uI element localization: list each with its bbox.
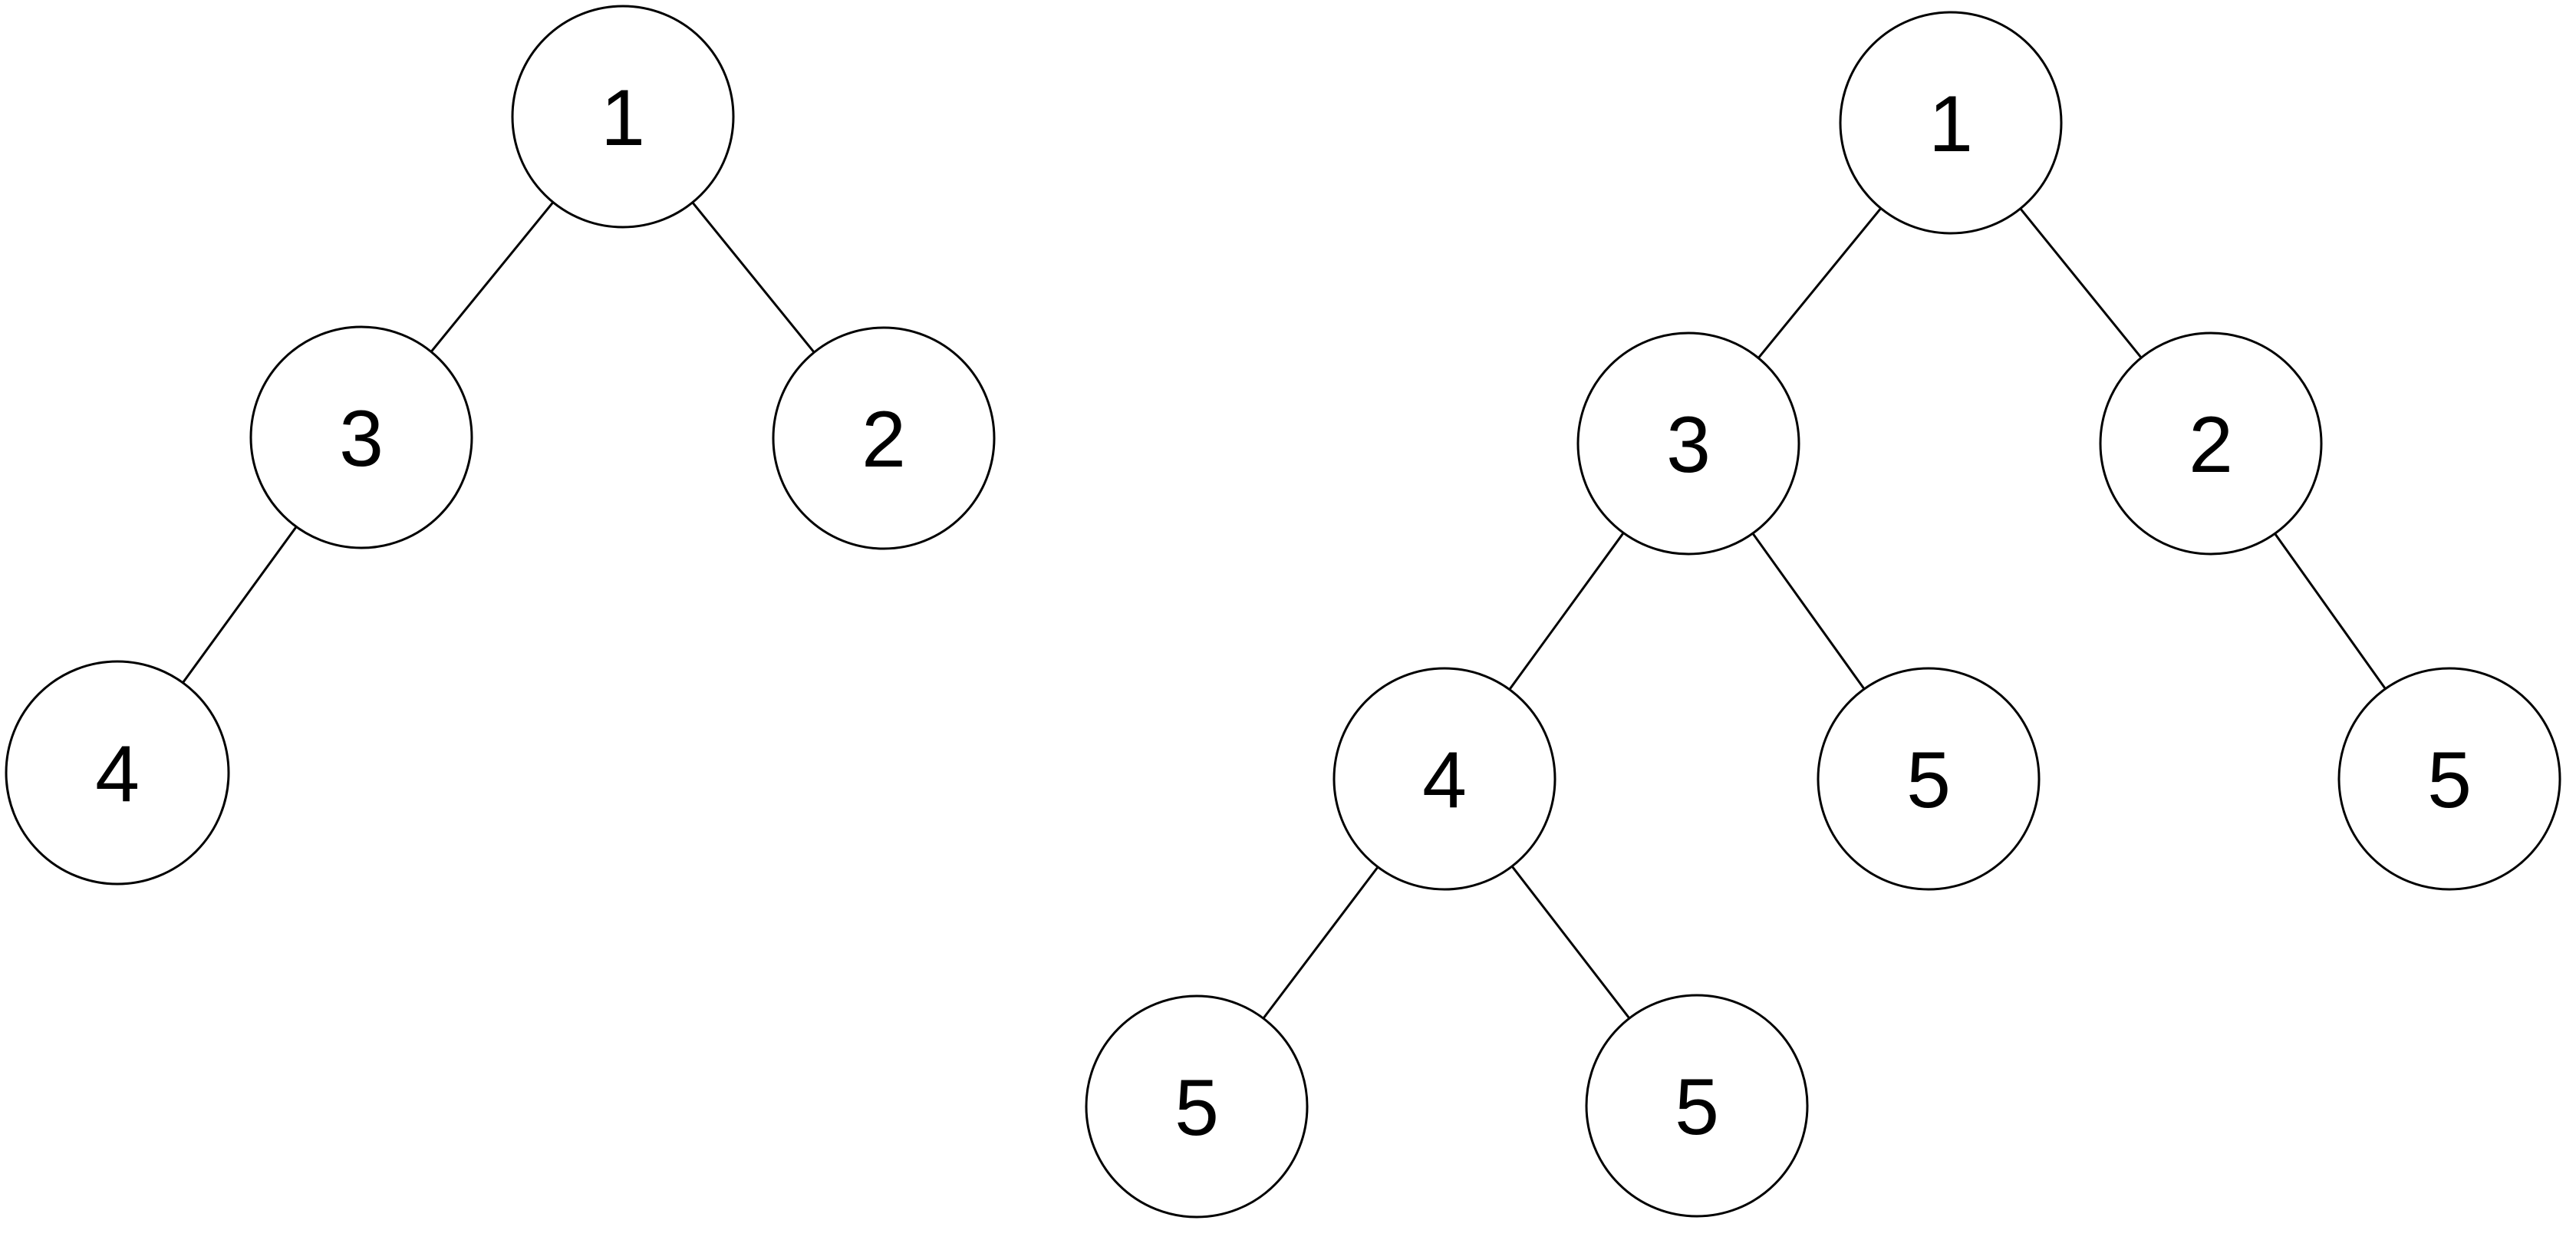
node-label-R5d: 5 [1675, 1063, 1719, 1152]
node-label-R5b: 5 [2427, 736, 2472, 825]
tree-node-L4[interactable]: 4 [5, 660, 230, 886]
tree-edge-L1-L2 [691, 201, 815, 354]
node-label-R5a: 5 [1906, 736, 1951, 825]
node-label-R5c: 5 [1174, 1064, 1219, 1153]
node-label-R2: 2 [2189, 401, 2233, 490]
node-circle-R4[interactable] [1332, 667, 1556, 891]
node-circle-L1[interactable] [511, 5, 735, 229]
node-label-L3: 3 [339, 394, 384, 483]
tree-node-R5c[interactable]: 5 [1085, 994, 1309, 1219]
node-circle-R5a[interactable] [1817, 667, 2041, 891]
node-circle-R5d[interactable] [1585, 994, 1809, 1218]
tree-edge-L3-L4 [181, 525, 298, 684]
tree-node-R5d[interactable]: 5 [1585, 994, 1809, 1218]
node-label-R1: 1 [1929, 80, 1973, 169]
node-label-R4: 4 [1422, 736, 1467, 825]
tree-node-R4[interactable]: 4 [1332, 667, 1556, 891]
edges-layer [181, 201, 2387, 1020]
tree-node-L2[interactable]: 2 [772, 326, 996, 550]
tree-node-R2[interactable]: 2 [2099, 331, 2323, 556]
node-label-L4: 4 [95, 730, 140, 819]
node-circle-R2[interactable] [2099, 331, 2323, 556]
tree-edge-L1-L3 [430, 201, 555, 353]
tree-edge-R2-R5b [2273, 532, 2387, 691]
tree-edge-R3-R5a [1751, 532, 1866, 691]
node-label-L1: 1 [601, 74, 645, 163]
tree-node-R5a[interactable]: 5 [1817, 667, 2041, 891]
tree-edge-R4-R5d [1510, 865, 1631, 1020]
tree-edge-R1-R3 [1757, 206, 1883, 360]
node-label-R3: 3 [1666, 401, 1711, 490]
tree-node-R5b[interactable]: 5 [2337, 667, 2561, 891]
node-circle-R1[interactable] [1839, 11, 2063, 235]
tree-edge-R1-R2 [2019, 207, 2143, 359]
tree-node-L3[interactable]: 3 [249, 325, 473, 549]
node-circle-R3[interactable] [1576, 331, 1800, 556]
node-circle-L2[interactable] [772, 326, 996, 550]
tree-edge-R4-R5c [1262, 866, 1379, 1020]
node-circle-R5c[interactable] [1085, 994, 1309, 1219]
node-circle-L4[interactable] [5, 660, 230, 886]
tree-node-R1[interactable]: 1 [1839, 11, 2063, 235]
node-circle-L3[interactable] [249, 325, 473, 549]
tree-node-L1[interactable]: 1 [511, 5, 735, 229]
nodes-layer: 1 3 2 4 1 3 2 4 5 5 5 5 [5, 5, 2561, 1219]
node-circle-R5b[interactable] [2337, 667, 2561, 891]
node-label-L2: 2 [861, 395, 906, 484]
tree-node-R3[interactable]: 3 [1576, 331, 1800, 556]
tree-edge-R3-R4 [1508, 531, 1625, 691]
